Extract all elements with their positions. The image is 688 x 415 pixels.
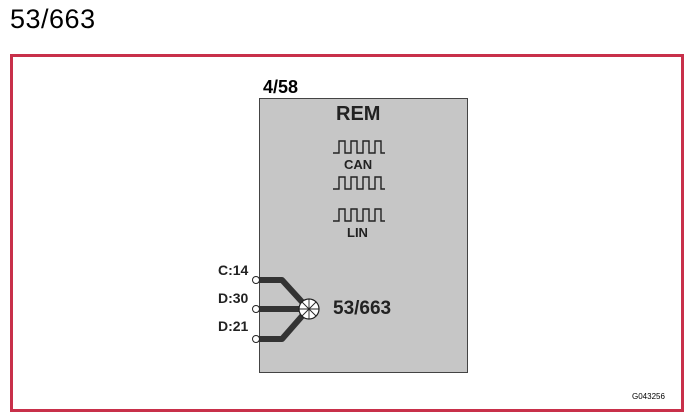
pin-label-d30: D:30 [218, 290, 249, 306]
image-id: G043256 [632, 392, 665, 401]
page-title: 53/663 [10, 4, 96, 34]
bus-label-lin: LIN [347, 225, 368, 240]
pin-terminal-d21 [252, 335, 260, 343]
bus-label-can: CAN [344, 157, 373, 172]
module-name: REM [336, 103, 381, 125]
pin-terminal-d30 [252, 305, 260, 313]
can-signal-wave-1 [333, 140, 385, 154]
module-reference: 4/58 [263, 77, 299, 97]
can-signal-wave-2 [333, 176, 385, 190]
wire-c14 [259, 277, 306, 306]
diagram-frame [10, 54, 684, 412]
connector-splice-icon [298, 298, 320, 320]
connector-label: 53/663 [333, 298, 392, 319]
wire-d21 [259, 313, 306, 342]
pin-terminal-c14 [252, 276, 260, 284]
lin-signal-wave [333, 208, 385, 222]
pin-label-c14: C:14 [218, 262, 249, 278]
pin-label-d21: D:21 [218, 318, 249, 334]
